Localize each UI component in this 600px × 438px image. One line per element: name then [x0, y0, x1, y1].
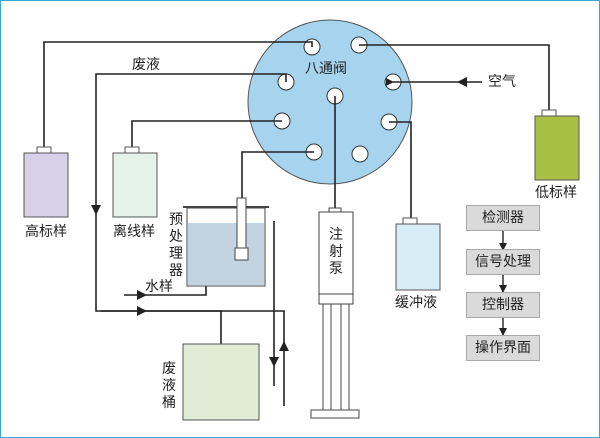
waste-line [95, 73, 287, 406]
arrow-down [269, 357, 279, 367]
offline-label: 离线样 [113, 224, 155, 240]
buffer-label: 缓冲液 [395, 295, 437, 311]
pretreat-label: 预处理器 [169, 212, 183, 279]
buffer-bottle [395, 217, 441, 291]
waste-bucket [182, 343, 260, 421]
arrow-up [279, 341, 289, 351]
high-std-line [43, 41, 313, 152]
low-std-line [359, 44, 550, 111]
arrow-down [91, 205, 101, 215]
signal-processing-box: 信号处理 [466, 249, 540, 275]
air-arrowhead [457, 77, 467, 87]
arrow-right [137, 290, 147, 300]
water-in-line [124, 283, 207, 296]
high-std-label: 高标样 [25, 224, 67, 240]
low-std-label: 低标样 [535, 185, 577, 201]
waste-bucket-label: 废液桶 [162, 361, 176, 411]
controller-box: 控制器 [466, 292, 540, 318]
pump-label: 注射泵 [329, 227, 343, 277]
arrow-right [137, 306, 147, 316]
arrowheads [91, 77, 467, 367]
high-std-bottle [23, 146, 69, 218]
valve-label: 八通阀 [305, 61, 347, 77]
water-label: 水样 [145, 279, 173, 295]
low-std-bottle [534, 109, 580, 181]
air-label: 空气 [488, 74, 516, 90]
pretreatment-tank [183, 197, 269, 287]
bucket-feed-line [101, 310, 222, 344]
buffer-line [389, 121, 412, 223]
detector-box: 检测器 [466, 205, 540, 231]
operator-interface-box: 操作界面 [466, 335, 540, 361]
syringe-pump [310, 207, 360, 419]
offline-line [131, 120, 282, 152]
offline-bottle [112, 146, 158, 218]
waste-label: 废液 [132, 57, 160, 73]
valve-port [351, 145, 369, 163]
